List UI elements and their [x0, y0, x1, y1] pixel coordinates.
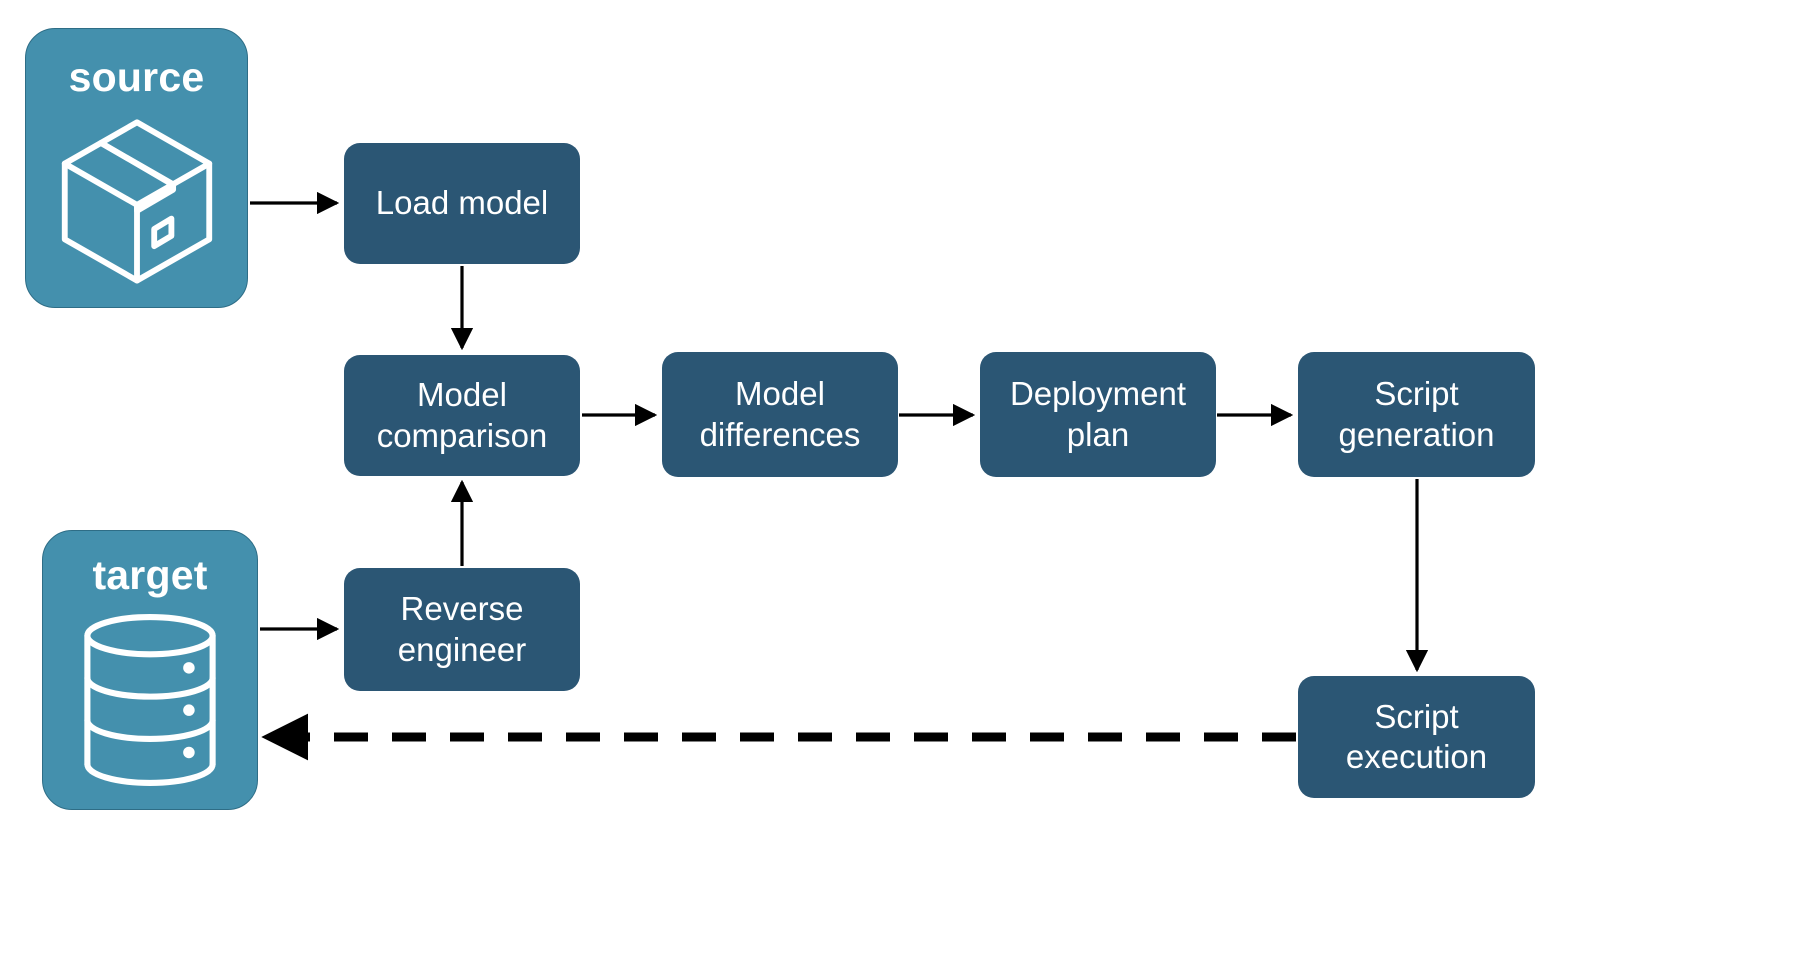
- node-reverse-engineer-line2: engineer: [397, 630, 527, 668]
- node-load-model-line1: Load model: [375, 184, 549, 222]
- node-script-generation-line1: Script: [1374, 375, 1459, 413]
- node-script-execution-line2: execution: [1345, 738, 1488, 775]
- node-model-differences[interactable]: Model differences: [662, 352, 898, 477]
- node-deployment-plan[interactable]: Deployment plan: [980, 352, 1216, 477]
- node-reverse-engineer[interactable]: Reverse engineer: [344, 568, 580, 691]
- node-model-comparison[interactable]: Model comparison: [344, 355, 580, 476]
- node-model-differences-line2: differences: [699, 415, 861, 453]
- node-deployment-plan-line1: Deployment: [1009, 375, 1187, 413]
- node-script-generation-line2: generation: [1338, 415, 1495, 453]
- endpoint-source[interactable]: source: [25, 28, 248, 308]
- node-script-execution-line1: Script: [1374, 697, 1459, 735]
- node-reverse-engineer-line1: Reverse: [400, 590, 524, 628]
- node-model-comparison-line2: comparison: [376, 416, 548, 454]
- node-model-differences-line1: Model: [735, 375, 825, 413]
- endpoint-target[interactable]: target: [42, 530, 258, 810]
- endpoint-target-label: target: [92, 552, 208, 598]
- database-cylinder-icon: [72, 612, 228, 793]
- node-model-comparison-line1: Model: [417, 376, 507, 414]
- node-script-generation[interactable]: Script generation: [1298, 352, 1535, 477]
- node-script-execution[interactable]: Script execution: [1298, 676, 1535, 798]
- package-box-icon: [51, 112, 223, 289]
- node-load-model[interactable]: Load model: [344, 143, 580, 264]
- endpoint-source-label: source: [68, 54, 205, 100]
- node-deployment-plan-line2: plan: [1066, 415, 1130, 453]
